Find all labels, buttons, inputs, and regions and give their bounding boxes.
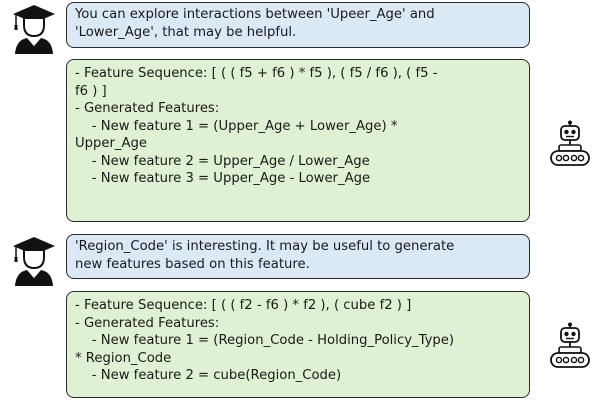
message-line: - Feature Sequence: [ ( ( f5 + f6 ) * f5… xyxy=(75,66,438,81)
message-line: - Feature Sequence: [ ( ( f2 - f6 ) * f2… xyxy=(75,298,412,313)
assistant-message-2: - Feature Sequence: [ ( ( f2 - f6 ) * f2… xyxy=(66,291,530,398)
message-line: - Generated Features: xyxy=(75,101,220,116)
message-line: - Generated Features: xyxy=(75,315,220,331)
student-icon xyxy=(10,2,58,54)
message-line: - New feature 3 = Upper_Age - Lower_Age xyxy=(75,171,371,186)
assistant-message-1: - Feature Sequence: [ ( ( f5 + f6 ) * f5… xyxy=(66,59,530,222)
message-line: new features based on this feature. xyxy=(75,256,310,272)
message-line: Upper_Age xyxy=(75,136,148,151)
robot-icon xyxy=(549,322,591,372)
student-icon xyxy=(10,234,58,286)
message-line: - New feature 2 = cube(Region_Code) xyxy=(75,368,342,383)
message-line: * Region_Code xyxy=(75,350,172,366)
message-line: - New feature 1 = (Upper_Age + Lower_Age… xyxy=(75,118,398,134)
robot-icon xyxy=(549,120,591,170)
message-line: f6 ) ] xyxy=(75,83,107,99)
message-line: 'Region_Code' is interesting. It may be … xyxy=(75,239,455,254)
message-line: You can explore interactions between 'Up… xyxy=(75,7,435,22)
message-line: - New feature 2 = Upper_Age / Lower_Age xyxy=(75,153,370,169)
user-message-2: 'Region_Code' is interesting. It may be … xyxy=(66,234,530,279)
user-message-1: You can explore interactions between 'Up… xyxy=(66,2,530,48)
message-line: - New feature 1 = (Region_Code - Holding… xyxy=(75,333,455,348)
message-line: 'Lower_Age', that may be helpful. xyxy=(75,24,297,40)
